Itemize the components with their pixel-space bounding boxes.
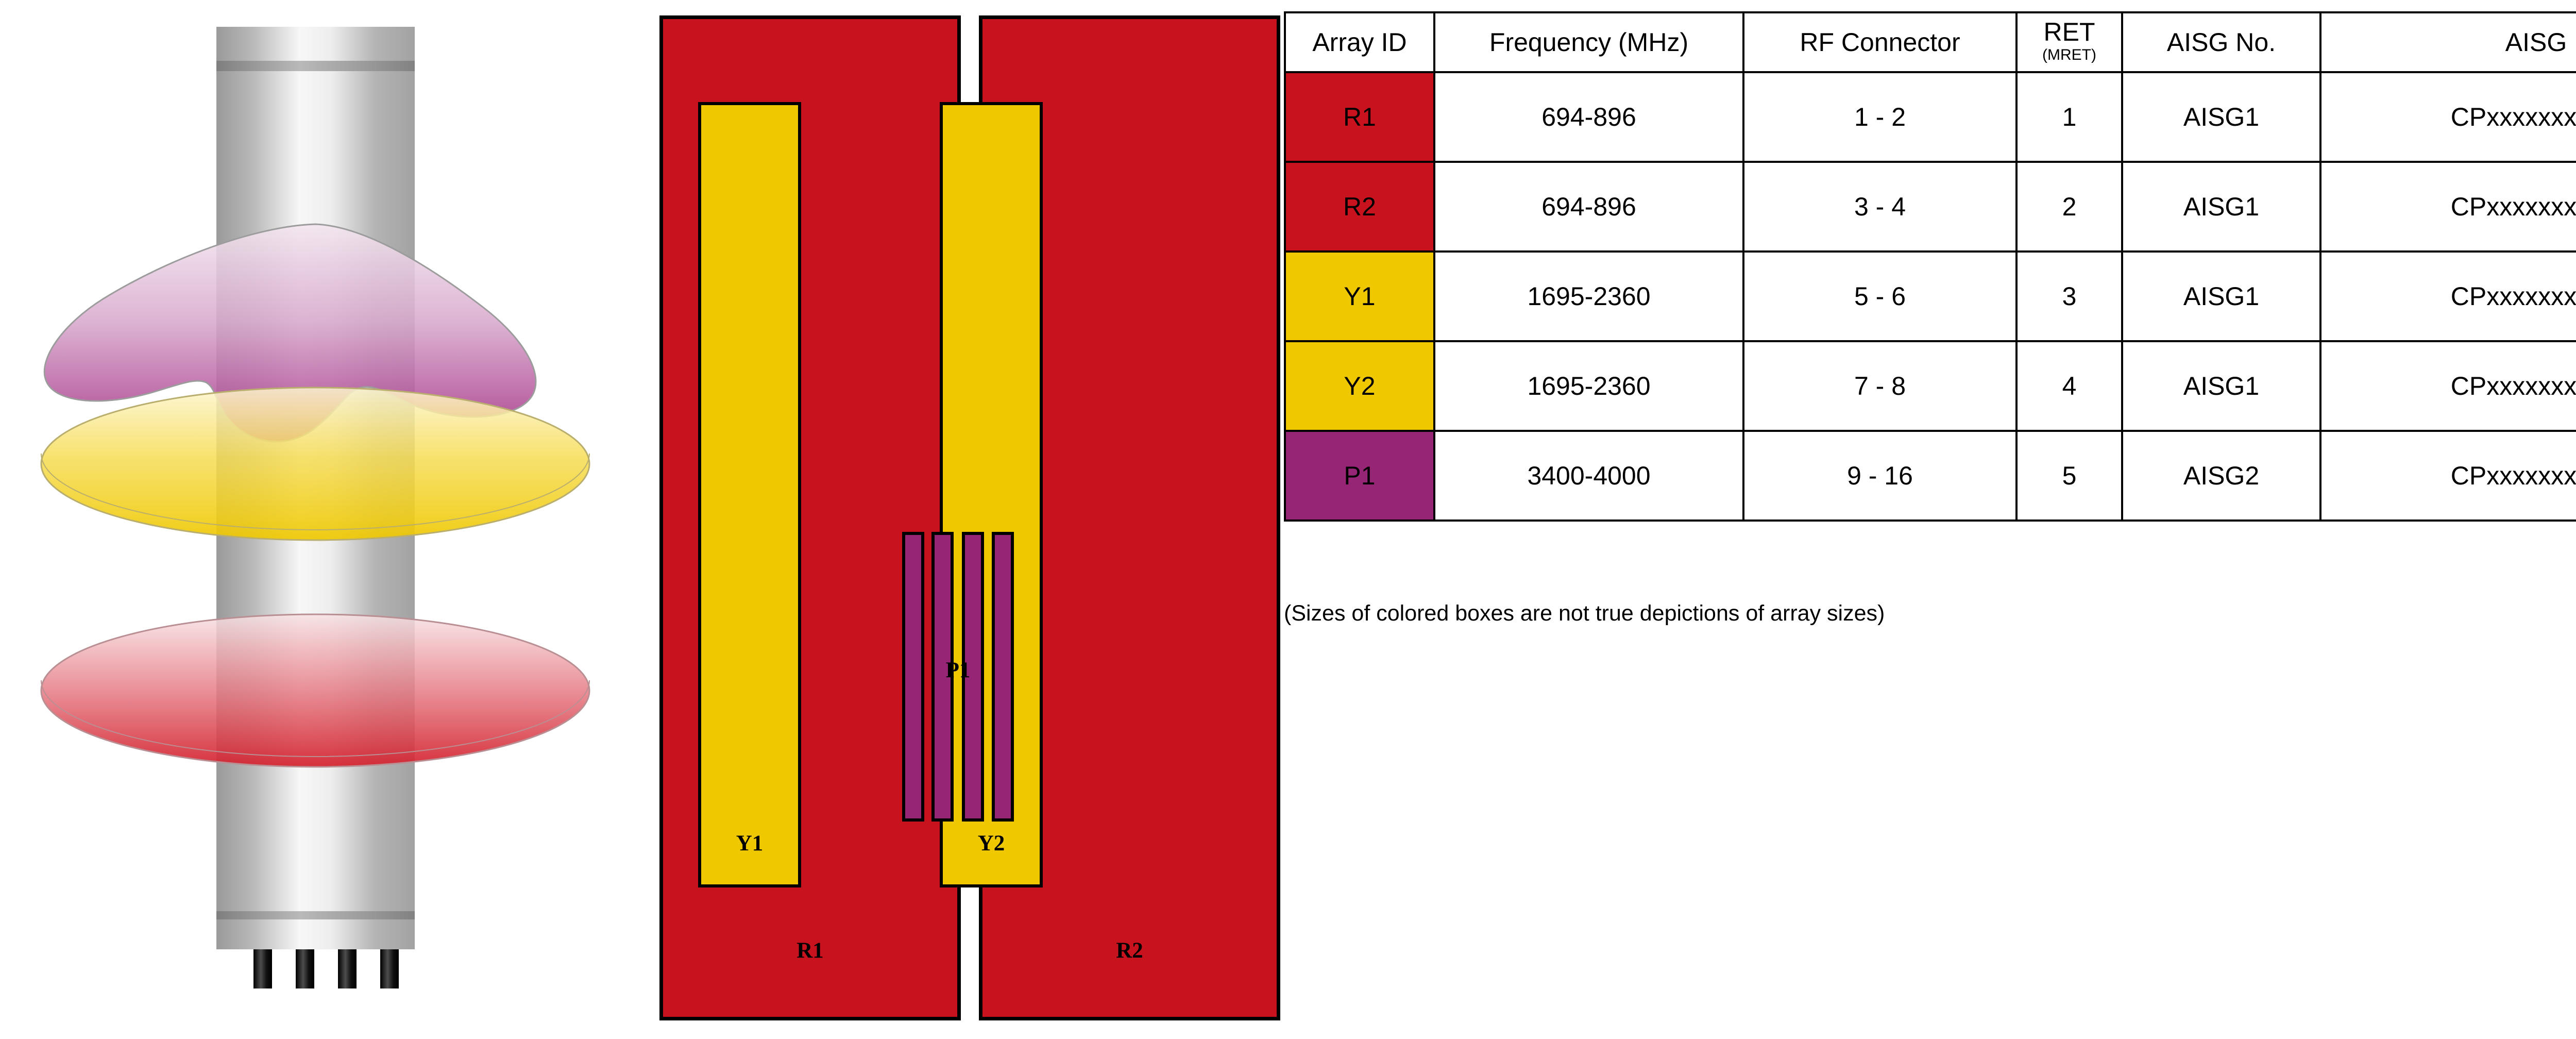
- cell-ret: 1: [2015, 71, 2123, 163]
- cell-frequency: 694-896: [1433, 161, 1744, 253]
- cell-rf-connector: 7 - 8: [1742, 340, 2018, 432]
- spec-table: Array ID Frequency (MHz) RF Connector RE…: [1284, 11, 2576, 522]
- cell-frequency: 694-896: [1433, 71, 1744, 163]
- cell-rf-connector: 9 - 16: [1742, 430, 2018, 522]
- cell-aisg-ret-uid: CPxxxxxxxxxxxxxxMM.3: [2319, 250, 2576, 342]
- table-header-row: Array ID Frequency (MHz) RF Connector RE…: [1284, 11, 2576, 73]
- table-caption: (Sizes of colored boxes are not true dep…: [1284, 601, 1885, 626]
- array-label-y1: Y1: [736, 831, 764, 856]
- header-frequency: Frequency (MHz): [1433, 11, 1744, 73]
- header-ret-main: RET: [2043, 17, 2095, 46]
- cell-rf-connector: 5 - 6: [1742, 250, 2018, 342]
- cell-aisg-ret-uid: CPxxxxxxxxxxxxxxMM.4: [2319, 340, 2576, 432]
- array-block-y2: [940, 102, 1043, 887]
- header-ret: RET (MRET): [2015, 11, 2123, 73]
- antenna-illustration: [0, 0, 608, 1039]
- cell-ret: 2: [2015, 161, 2123, 253]
- cell-aisg-no: AISG1: [2121, 250, 2321, 342]
- cell-aisg-ret-uid: CPxxxxxxxxxxxxxxMM.2: [2319, 161, 2576, 253]
- array-block-y1: [698, 102, 801, 887]
- cell-array-id: R2: [1284, 161, 1435, 253]
- table-row: R1 694-896 1 - 2 1 AISG1 CPxxxxxxxxxxxxx…: [1284, 71, 2576, 163]
- cell-aisg-no: AISG1: [2121, 161, 2321, 253]
- cell-rf-connector: 1 - 2: [1742, 71, 2018, 163]
- table-row: R2 694-896 3 - 4 2 AISG1 CPxxxxxxxxxxxxx…: [1284, 161, 2576, 253]
- table-row: Y1 1695-2360 5 - 6 3 AISG1 CPxxxxxxxxxxx…: [1284, 250, 2576, 342]
- cell-frequency: 1695-2360: [1433, 340, 1744, 432]
- cell-aisg-no: AISG1: [2121, 340, 2321, 432]
- array-strip-p1-4: [992, 532, 1014, 822]
- cell-array-id: P1: [1284, 430, 1435, 522]
- header-rf-connector: RF Connector: [1742, 11, 2018, 73]
- array-panel-diagram: Y1 Y2 R1 R2 P1: [654, 0, 1280, 1039]
- array-strip-p1-3: [962, 532, 984, 822]
- array-label-r2: R2: [1116, 939, 1143, 963]
- array-strip-p1-1: [902, 532, 924, 822]
- header-array-id: Array ID: [1284, 11, 1435, 73]
- red-lobe: [40, 613, 590, 768]
- cell-ret: 5: [2015, 430, 2123, 522]
- cell-aisg-no: AISG2: [2121, 430, 2321, 522]
- cell-array-id: R1: [1284, 71, 1435, 163]
- array-specification-table: Array ID Frequency (MHz) RF Connector RE…: [1284, 11, 2576, 522]
- array-label-r1: R1: [796, 939, 824, 963]
- cell-ret: 3: [2015, 250, 2123, 342]
- cell-aisg-no: AISG1: [2121, 71, 2321, 163]
- connector-pins: [253, 949, 399, 988]
- cell-rf-connector: 3 - 4: [1742, 161, 2018, 253]
- table-row: Y2 1695-2360 7 - 8 4 AISG1 CPxxxxxxxxxxx…: [1284, 340, 2576, 432]
- table-row: P1 3400-4000 9 - 16 5 AISG2 CPxxxxxxxxxx…: [1284, 430, 2576, 522]
- header-aisg-ret-uid: AISG RET UID: [2319, 11, 2576, 73]
- array-label-p1: P1: [945, 658, 971, 682]
- array-label-y2: Y2: [977, 831, 1005, 856]
- header-ret-sub: (MRET): [2042, 46, 2096, 63]
- cell-aisg-ret-uid: CPxxxxxxxxxxxxxxMM.1: [2319, 71, 2576, 163]
- array-strip-p1-2: [931, 532, 954, 822]
- cell-array-id: Y1: [1284, 250, 1435, 342]
- yellow-lobe: [40, 387, 590, 541]
- cell-frequency: 3400-4000: [1433, 430, 1744, 522]
- cell-ret: 4: [2015, 340, 2123, 432]
- cell-array-id: Y2: [1284, 340, 1435, 432]
- header-aisg-no: AISG No.: [2121, 11, 2321, 73]
- cell-aisg-ret-uid: CPxxxxxxxxxxxxxxMM.1: [2319, 430, 2576, 522]
- cell-frequency: 1695-2360: [1433, 250, 1744, 342]
